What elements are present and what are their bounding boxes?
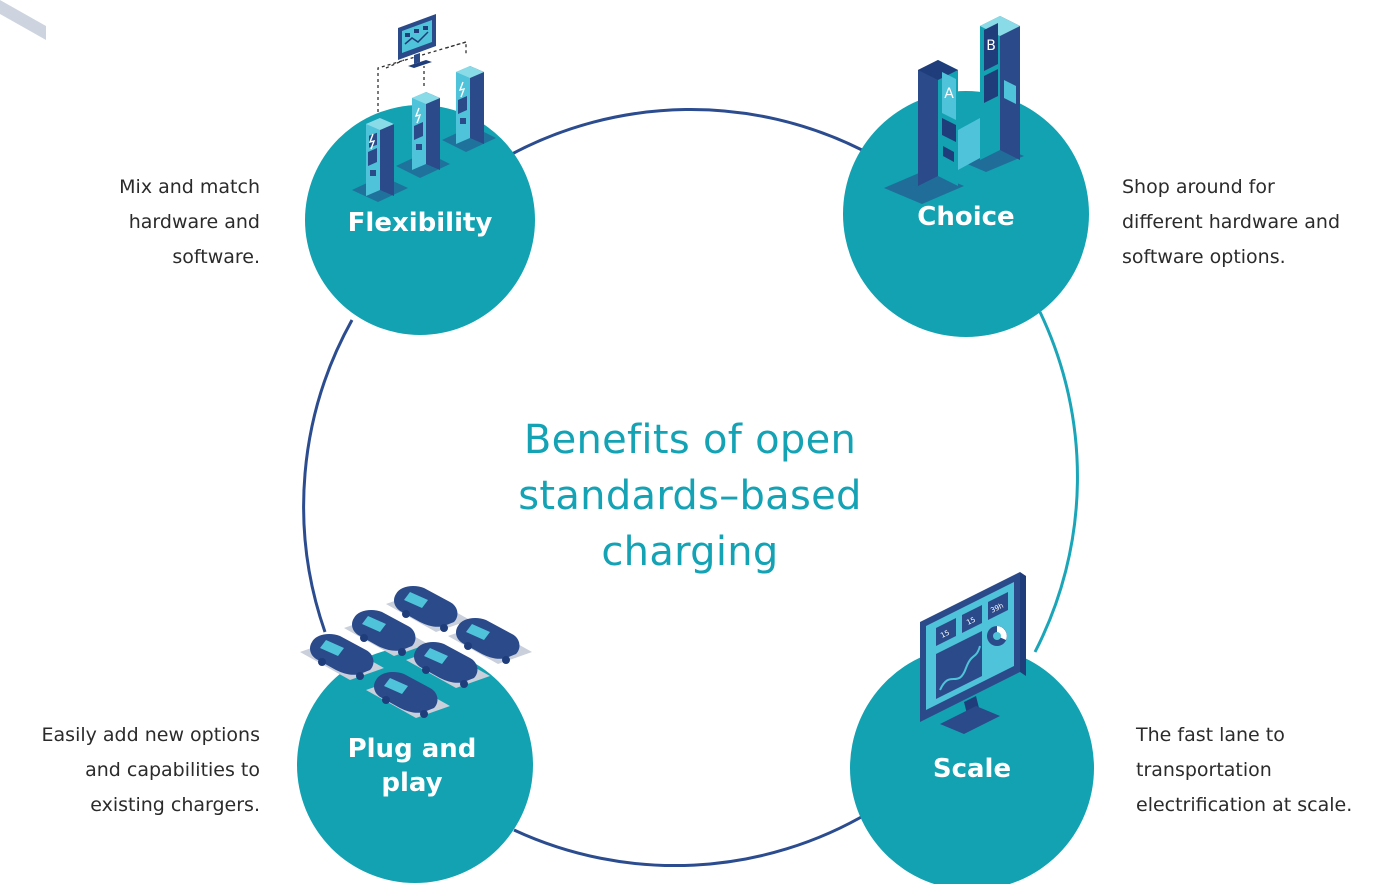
ring-arc-right bbox=[1033, 311, 1079, 653]
ring-arc-bottom bbox=[513, 810, 871, 868]
scale-label: Scale bbox=[872, 752, 1072, 786]
scale-description-line-3: electrification at scale. bbox=[1136, 794, 1353, 816]
dashboard-tile-2: 15 bbox=[965, 616, 977, 627]
center-title-line-3: charging bbox=[601, 529, 779, 575]
plug-and-play-label: Plug and play bbox=[312, 732, 512, 800]
ring-arc-top bbox=[509, 108, 863, 157]
plug-and-play-description-line-3: existing chargers. bbox=[90, 794, 260, 816]
choice-description-line-3: software options. bbox=[1122, 246, 1286, 268]
center-title: Benefits of open standards–based chargin… bbox=[460, 412, 920, 580]
flexibility-description-line-3: software. bbox=[172, 246, 260, 268]
choice-label-line-1: Choice bbox=[917, 202, 1015, 232]
choice-description-line-2: different hardware and bbox=[1122, 211, 1341, 233]
center-title-line-2: standards–based bbox=[518, 473, 862, 519]
chargers-network-icon bbox=[352, 14, 496, 202]
center-title-line-1: Benefits of open bbox=[523, 417, 857, 463]
analytics-monitor-icon: 15 15 39h bbox=[920, 572, 1026, 734]
charger-letter-b: B bbox=[986, 38, 996, 54]
plug-and-play-circle bbox=[297, 647, 533, 883]
flexibility-label: Flexibility bbox=[320, 206, 520, 240]
parked-cars-icon bbox=[0, 0, 532, 718]
flexibility-description-line-2: hardware and bbox=[128, 211, 260, 233]
plug-and-play-description-line-1: Easily add new options bbox=[41, 724, 260, 746]
choice-circle bbox=[843, 91, 1089, 337]
dashboard-tile-1: 15 bbox=[939, 629, 951, 640]
plug-and-play-label-line-2: play bbox=[381, 768, 443, 798]
flexibility-description-line-1: Mix and match bbox=[119, 176, 260, 198]
scale-label-line-1: Scale bbox=[932, 754, 1012, 784]
plug-and-play-description: Easily add new options and capabilities … bbox=[4, 718, 260, 823]
flexibility-circle bbox=[305, 105, 535, 335]
flexibility-description: Mix and match hardware and software. bbox=[40, 170, 260, 275]
scale-circle bbox=[850, 646, 1094, 888]
plug-and-play-label-line-1: Plug and bbox=[347, 734, 477, 764]
plug-and-play-description-line-2: and capabilities to bbox=[85, 759, 260, 781]
charger-options-a-b-icon: A B bbox=[884, 16, 1024, 204]
scale-description-line-2: transportation bbox=[1136, 759, 1272, 781]
scale-description: The fast lane to transportation electrif… bbox=[1136, 718, 1380, 823]
flexibility-label-line-1: Flexibility bbox=[347, 208, 493, 238]
ring-arc-left bbox=[302, 319, 354, 633]
scale-description-line-1: The fast lane to bbox=[1136, 724, 1285, 746]
choice-description: Shop around for different hardware and s… bbox=[1122, 170, 1380, 275]
choice-description-line-1: Shop around for bbox=[1122, 176, 1275, 198]
charger-letter-a: A bbox=[944, 86, 954, 102]
connecting-ring bbox=[302, 108, 1079, 868]
choice-label: Choice bbox=[866, 200, 1066, 234]
